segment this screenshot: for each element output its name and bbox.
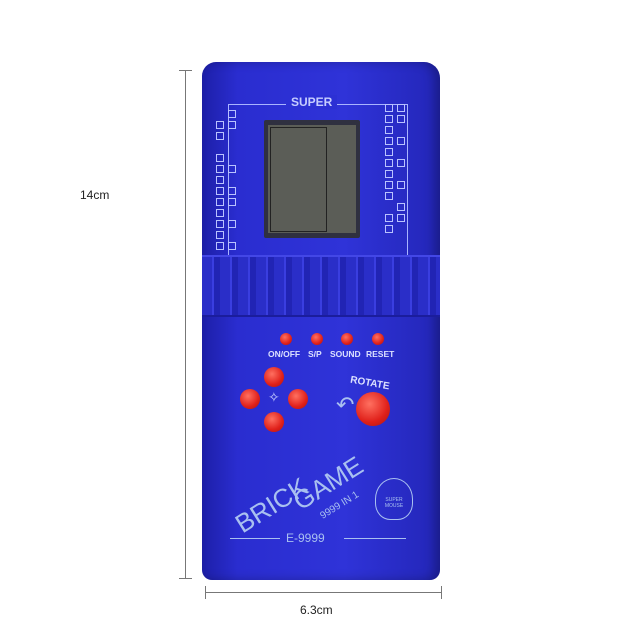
deco-square xyxy=(228,165,236,173)
brand-top: SUPER xyxy=(286,95,338,109)
deco-square xyxy=(397,104,405,112)
deco-square xyxy=(228,220,236,228)
model-label: E-9999 xyxy=(286,531,325,545)
height-dimension-line xyxy=(185,70,186,578)
deco-square xyxy=(385,104,393,112)
dpad-left-button[interactable] xyxy=(240,389,260,409)
deco-square xyxy=(228,242,236,250)
deco-square xyxy=(385,181,393,189)
deco-square xyxy=(397,181,405,189)
dimension-cap xyxy=(441,586,442,599)
deco-square xyxy=(228,110,236,118)
dimension-cap xyxy=(179,578,192,579)
sound-label: SOUND xyxy=(330,349,361,359)
deco-square xyxy=(385,170,393,178)
deco-square xyxy=(385,126,393,134)
sp-label: S/P xyxy=(308,349,322,359)
on-off-label: ON/OFF xyxy=(268,349,301,359)
lcd-segment xyxy=(270,127,327,232)
hinge-ridges xyxy=(202,255,440,317)
deco-square xyxy=(397,159,405,167)
deco-square xyxy=(216,132,224,140)
sound-button[interactable] xyxy=(341,333,353,345)
deco-square xyxy=(228,187,236,195)
dimension-cap xyxy=(205,586,206,599)
dpad-right-button[interactable] xyxy=(288,389,308,409)
dpad-center-icon: ✧ xyxy=(268,389,280,405)
deco-square xyxy=(216,165,224,173)
deco-square xyxy=(397,137,405,145)
deco-square xyxy=(385,148,393,156)
reset-button[interactable] xyxy=(372,333,384,345)
deco-square xyxy=(216,154,224,162)
rotate-arrow-icon: ↶ xyxy=(336,392,355,417)
lcd-screen xyxy=(268,125,356,233)
dpad-up-button[interactable] xyxy=(264,367,284,387)
width-dimension-line xyxy=(205,592,441,593)
deco-square xyxy=(216,242,224,250)
deco-square xyxy=(216,220,224,228)
dpad-down-button[interactable] xyxy=(264,412,284,432)
height-label: 14cm xyxy=(80,188,110,202)
on-off-button[interactable] xyxy=(280,333,292,345)
mascot-text: SUPER MOUSE xyxy=(384,497,404,509)
deco-square xyxy=(385,137,393,145)
reset-label: RESET xyxy=(366,349,395,359)
deco-square xyxy=(216,176,224,184)
deco-square xyxy=(397,203,405,211)
deco-square xyxy=(397,214,405,222)
deco-square xyxy=(216,231,224,239)
deco-square xyxy=(385,159,393,167)
deco-square xyxy=(216,121,224,129)
deco-square xyxy=(397,115,405,123)
divider xyxy=(230,538,280,539)
dimension-cap xyxy=(179,70,192,71)
width-label: 6.3cm xyxy=(300,603,333,617)
deco-square xyxy=(385,192,393,200)
deco-square xyxy=(385,214,393,222)
deco-square xyxy=(216,198,224,206)
start-pause-button[interactable] xyxy=(311,333,323,345)
deco-square xyxy=(216,187,224,195)
deco-square xyxy=(228,121,236,129)
rotate-button[interactable] xyxy=(356,392,390,426)
deco-square xyxy=(216,209,224,217)
divider xyxy=(344,538,406,539)
deco-square xyxy=(385,115,393,123)
deco-square xyxy=(385,225,393,233)
mascot-logo xyxy=(375,478,413,520)
deco-square xyxy=(228,198,236,206)
